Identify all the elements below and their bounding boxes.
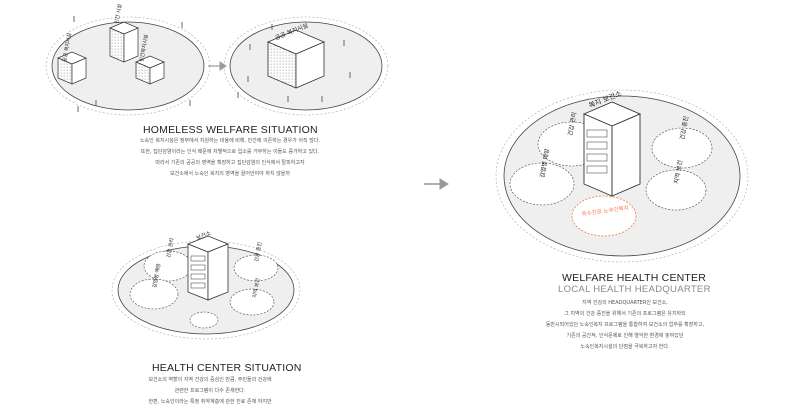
health-center-building: [186, 235, 230, 301]
public-welfare-building: [266, 29, 326, 89]
welfare-health-center-diagram: [495, 89, 749, 263]
transition-arrow-top: [208, 61, 227, 71]
label-homeless-welfare: 특수진료 노숙인복지: [581, 203, 629, 218]
homeless-body-line: 보건소에서 노숙인 복지의 영역을 끌어안아야 하지 않을까: [170, 171, 290, 177]
health-center-diagram: [111, 235, 301, 340]
homeless-body-line: 따라서 기존의 공공의 영역을 확장하고 집단감염의 인식에서 탈피하고자: [155, 160, 305, 166]
label-health-promotion-right: 건강 증진: [678, 115, 690, 140]
label-health-center: 보건소: [195, 230, 212, 242]
label-health-care-left: 건강 관리: [165, 237, 175, 258]
label-public-facility-left: 공공 복지시설: [61, 32, 73, 62]
homeless-title: HOMELESS WELFARE SITUATION: [143, 124, 318, 136]
private-welfare-building: [135, 55, 165, 85]
label-local-health-left: 지역 보건: [251, 277, 261, 298]
welfare-body-line: 노숙인복지시설의 단점을 극복하고자 한다.: [580, 344, 670, 350]
label-infectious-left: 감염병 예방: [151, 263, 162, 289]
health-center-body: 보건소의 역할이 지역 건강의 중심인 만큼, 주민들의 건강에 관련한 프로그…: [120, 375, 300, 408]
health-center-body-line: 관련한 프로그램이 다수 존재한다.: [174, 388, 246, 394]
label-private-facility: 민간 시설: [113, 3, 123, 24]
welfare-body-line: 동반시되어있던 노숙인복지 프로그램을 통합하여 보건소의 업무를 확장하고,: [545, 322, 705, 328]
label-local-health-right: 지역 보건: [672, 159, 684, 184]
welfare-body-line: 그 지역의 건강 증진을 위해서 기존의 프로그램은 유지하되: [564, 311, 686, 317]
main-transition-arrow: [424, 178, 449, 190]
welfare-body-line: 기존의 공간적, 인식문제로 인해 열악한 환경에 놓여있던: [566, 333, 684, 339]
label-health-promotion-left: 건강 증진: [253, 241, 263, 262]
label-private-welfare: 민간복지시설: [138, 34, 150, 63]
homeless-body: 노숙인 복지시설은 정부에서 지원하는 비율에 비해, 민간에 의존하는 경우가…: [120, 136, 340, 180]
health-center-title: HEALTH CENTER SITUATION: [152, 362, 302, 374]
welfare-health-center-body: 지역 건강의 HEADQUARTER인 보건소, 그 지역의 건강 증진을 위해…: [510, 298, 740, 353]
welfare-body-line: 지역 건강의 HEADQUARTER인 보건소,: [582, 300, 668, 306]
welfare-health-center-subtitle: LOCAL HEALTH HEADQUARTER: [558, 284, 711, 295]
welfare-health-center-title: WELFARE HEALTH CENTER: [562, 272, 707, 284]
private-facility-building: [109, 21, 139, 63]
label-health-care-right: 건강 관리: [566, 111, 578, 136]
homeless-situation-diagram: [45, 16, 211, 116]
homeless-body-line: 또한, 집단감염이라는 인식 때문에 차별적으로 입소를 거부하는 이들도 증가…: [140, 149, 320, 155]
public-facility-building: [57, 51, 87, 85]
public-welfare-diagram: [223, 16, 389, 116]
health-center-body-line: 보건소의 역할이 지역 건강의 중심인 만큼, 주민들의 건강에: [148, 377, 272, 383]
welfare-health-center-building: [582, 101, 642, 197]
label-welfare-health-center: 복지 보건소: [587, 88, 623, 109]
label-public-welfare: 공공 복지시설: [274, 21, 309, 42]
homeless-body-line: 노숙인 복지시설은 정부에서 지원하는 비율에 비해, 민간에 의존하는 경우가…: [139, 138, 321, 144]
label-infectious-right: 감염병 예방: [538, 147, 551, 178]
health-center-body-line: 한편, 노숙인이라는 특정 취약계층에 관한 진료 존재 하지만: [148, 399, 272, 405]
